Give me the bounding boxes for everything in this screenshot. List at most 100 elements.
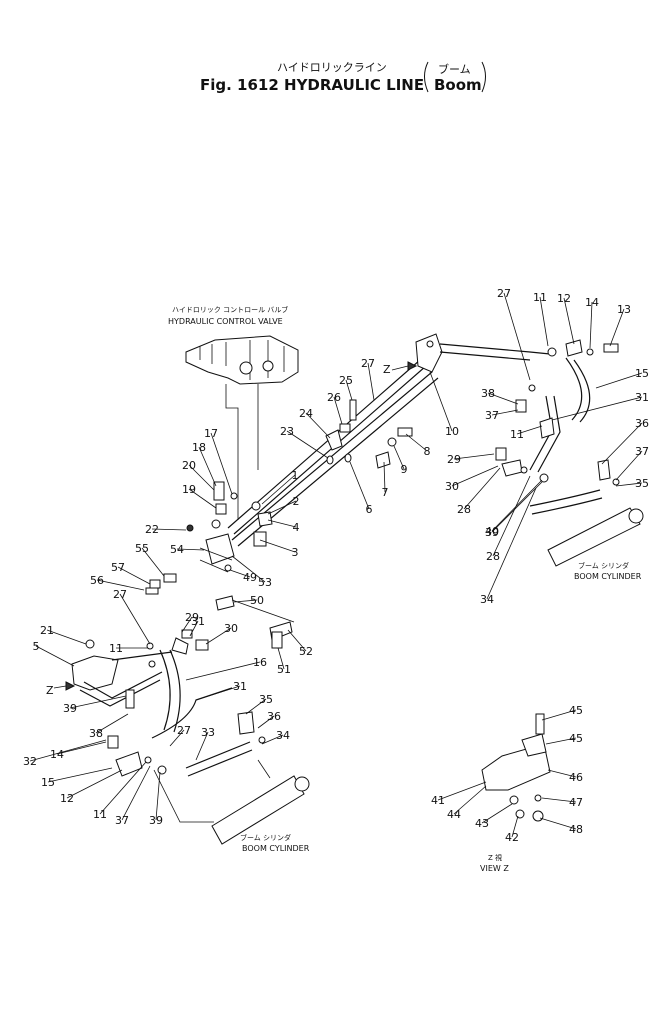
valve-port: [262, 360, 274, 372]
callout-leader-53: [231, 555, 266, 583]
o-ring-16: [230, 492, 238, 500]
hose-15-left: [159, 649, 181, 733]
elbow-12-left: [115, 751, 143, 777]
part-number-34: 34: [276, 729, 290, 742]
part-number-11: 11: [109, 642, 123, 655]
part-number-47: 47: [569, 796, 583, 809]
part-number-37: 37: [115, 814, 129, 827]
part-number-26: 26: [327, 391, 341, 404]
callout-leader-49: [229, 569, 251, 578]
part-number-5: 5: [33, 640, 40, 653]
part-number-15: 15: [41, 776, 55, 789]
part-number-23: 23: [280, 425, 294, 438]
callout-leader-1: [261, 474, 296, 505]
view-z-fitting-45: [521, 733, 547, 757]
cylinder-eye-bottom: [294, 776, 310, 792]
callout-leader-21: [46, 629, 87, 645]
callout-leader-56: [96, 579, 145, 591]
left-boom-line-assembly: Z ブーム シリンダ BOOM CYLINDER: [46, 629, 310, 853]
view-z-detail: Z 視 VIEW Z: [480, 713, 551, 873]
callout-leader-36: [257, 715, 275, 729]
bolt-38-left: [125, 689, 135, 709]
part-number-34: 34: [480, 593, 494, 606]
callout-leader-55: [141, 547, 165, 577]
callout-leader-5: [35, 645, 75, 667]
callout-leader-30: [205, 627, 232, 645]
valve-body: [185, 335, 299, 385]
part-number-1: 1: [292, 469, 299, 482]
view-z-nut-47: [532, 810, 544, 822]
part-number-32: 32: [23, 755, 37, 768]
part-number-53: 53: [258, 576, 272, 589]
part-number-13: 13: [617, 303, 631, 316]
part-number-36: 36: [635, 417, 649, 430]
part-number-8: 8: [424, 445, 431, 458]
valve-caption-en: HYDRAULIC CONTROL VALVE: [168, 317, 283, 326]
callout-leader-43: [481, 803, 513, 824]
part-number-14: 14: [585, 296, 599, 309]
part-number-48: 48: [569, 823, 583, 836]
callout-leader-11: [516, 425, 543, 435]
part-callouts: 1234567891011111111121213141415151617181…: [23, 287, 649, 844]
part-number-39: 39: [63, 702, 77, 715]
bolt-13: [603, 343, 619, 353]
callout-leader-40: [491, 479, 543, 532]
o-ring-36-right: [612, 478, 620, 486]
callout-leader-52: [287, 629, 307, 652]
callout-leader-37: [121, 765, 151, 821]
view-z-bracket: [481, 743, 551, 791]
callout-leader-4: [267, 519, 297, 528]
title-english-paren: Boom: [434, 76, 482, 94]
callout-leader-38: [487, 392, 519, 405]
pipe-32: [185, 741, 253, 777]
callout-leader-36: [601, 422, 643, 465]
callout-leader-27: [169, 729, 185, 747]
cylinder-eye-right: [628, 508, 644, 524]
o-ring-6: [344, 453, 352, 463]
part-number-35: 35: [259, 693, 273, 706]
part-number-24: 24: [299, 407, 313, 420]
callout-leader-11: [539, 296, 549, 347]
callout-leader-34: [486, 487, 537, 600]
callout-leader-31: [551, 396, 643, 421]
fitting-30-right: [501, 459, 523, 477]
washer-14-right: [586, 348, 594, 356]
callout-leader-16: [185, 661, 261, 681]
callout-leader-57: [117, 566, 151, 585]
part-number-11: 11: [510, 428, 524, 441]
right-boom-line-assembly: ブーム シリンダ BOOM CYLINDER: [495, 339, 644, 581]
part-number-20: 20: [182, 459, 196, 472]
flange-49: [215, 595, 235, 611]
o-ring-36-left: [258, 736, 266, 744]
part-number-19: 19: [182, 483, 196, 496]
part-number-18: 18: [192, 441, 206, 454]
hydraulic-control-valve: ハイドロリック コントロール バルブ HYDRAULIC CONTROL VAL…: [168, 305, 299, 520]
callout-leader-26: [333, 396, 343, 425]
part-number-40: 40: [485, 525, 499, 538]
o-ring-11-left: [144, 756, 152, 764]
part-number-45: 45: [569, 732, 583, 745]
part-number-4: 4: [293, 521, 300, 534]
part-number-11: 11: [93, 808, 107, 821]
callout-leader-24: [305, 412, 331, 439]
callout-leader-10: [429, 371, 453, 432]
view-z-caption-jp: Z 視: [488, 853, 502, 862]
z-arrow-upper: [391, 365, 409, 371]
hose-15-right: [565, 357, 591, 423]
part-number-55: 55: [135, 542, 149, 555]
callout-leader-12: [66, 769, 123, 799]
part-number-10: 10: [445, 425, 459, 438]
flange-4: [257, 511, 273, 527]
part-number-12: 12: [557, 292, 571, 305]
pipe-26: [227, 359, 427, 535]
pipe-to-cylinder-right: [529, 489, 603, 515]
callout-leader-31: [195, 685, 241, 701]
part-number-44: 44: [447, 808, 461, 821]
callout-leader-35: [245, 698, 267, 715]
z-label-upper: Z: [383, 363, 391, 376]
o-ring-22: [326, 455, 334, 465]
part-number-51: 51: [277, 663, 291, 676]
callout-leader-19: [188, 488, 217, 509]
bolt-38-right: [515, 399, 527, 413]
